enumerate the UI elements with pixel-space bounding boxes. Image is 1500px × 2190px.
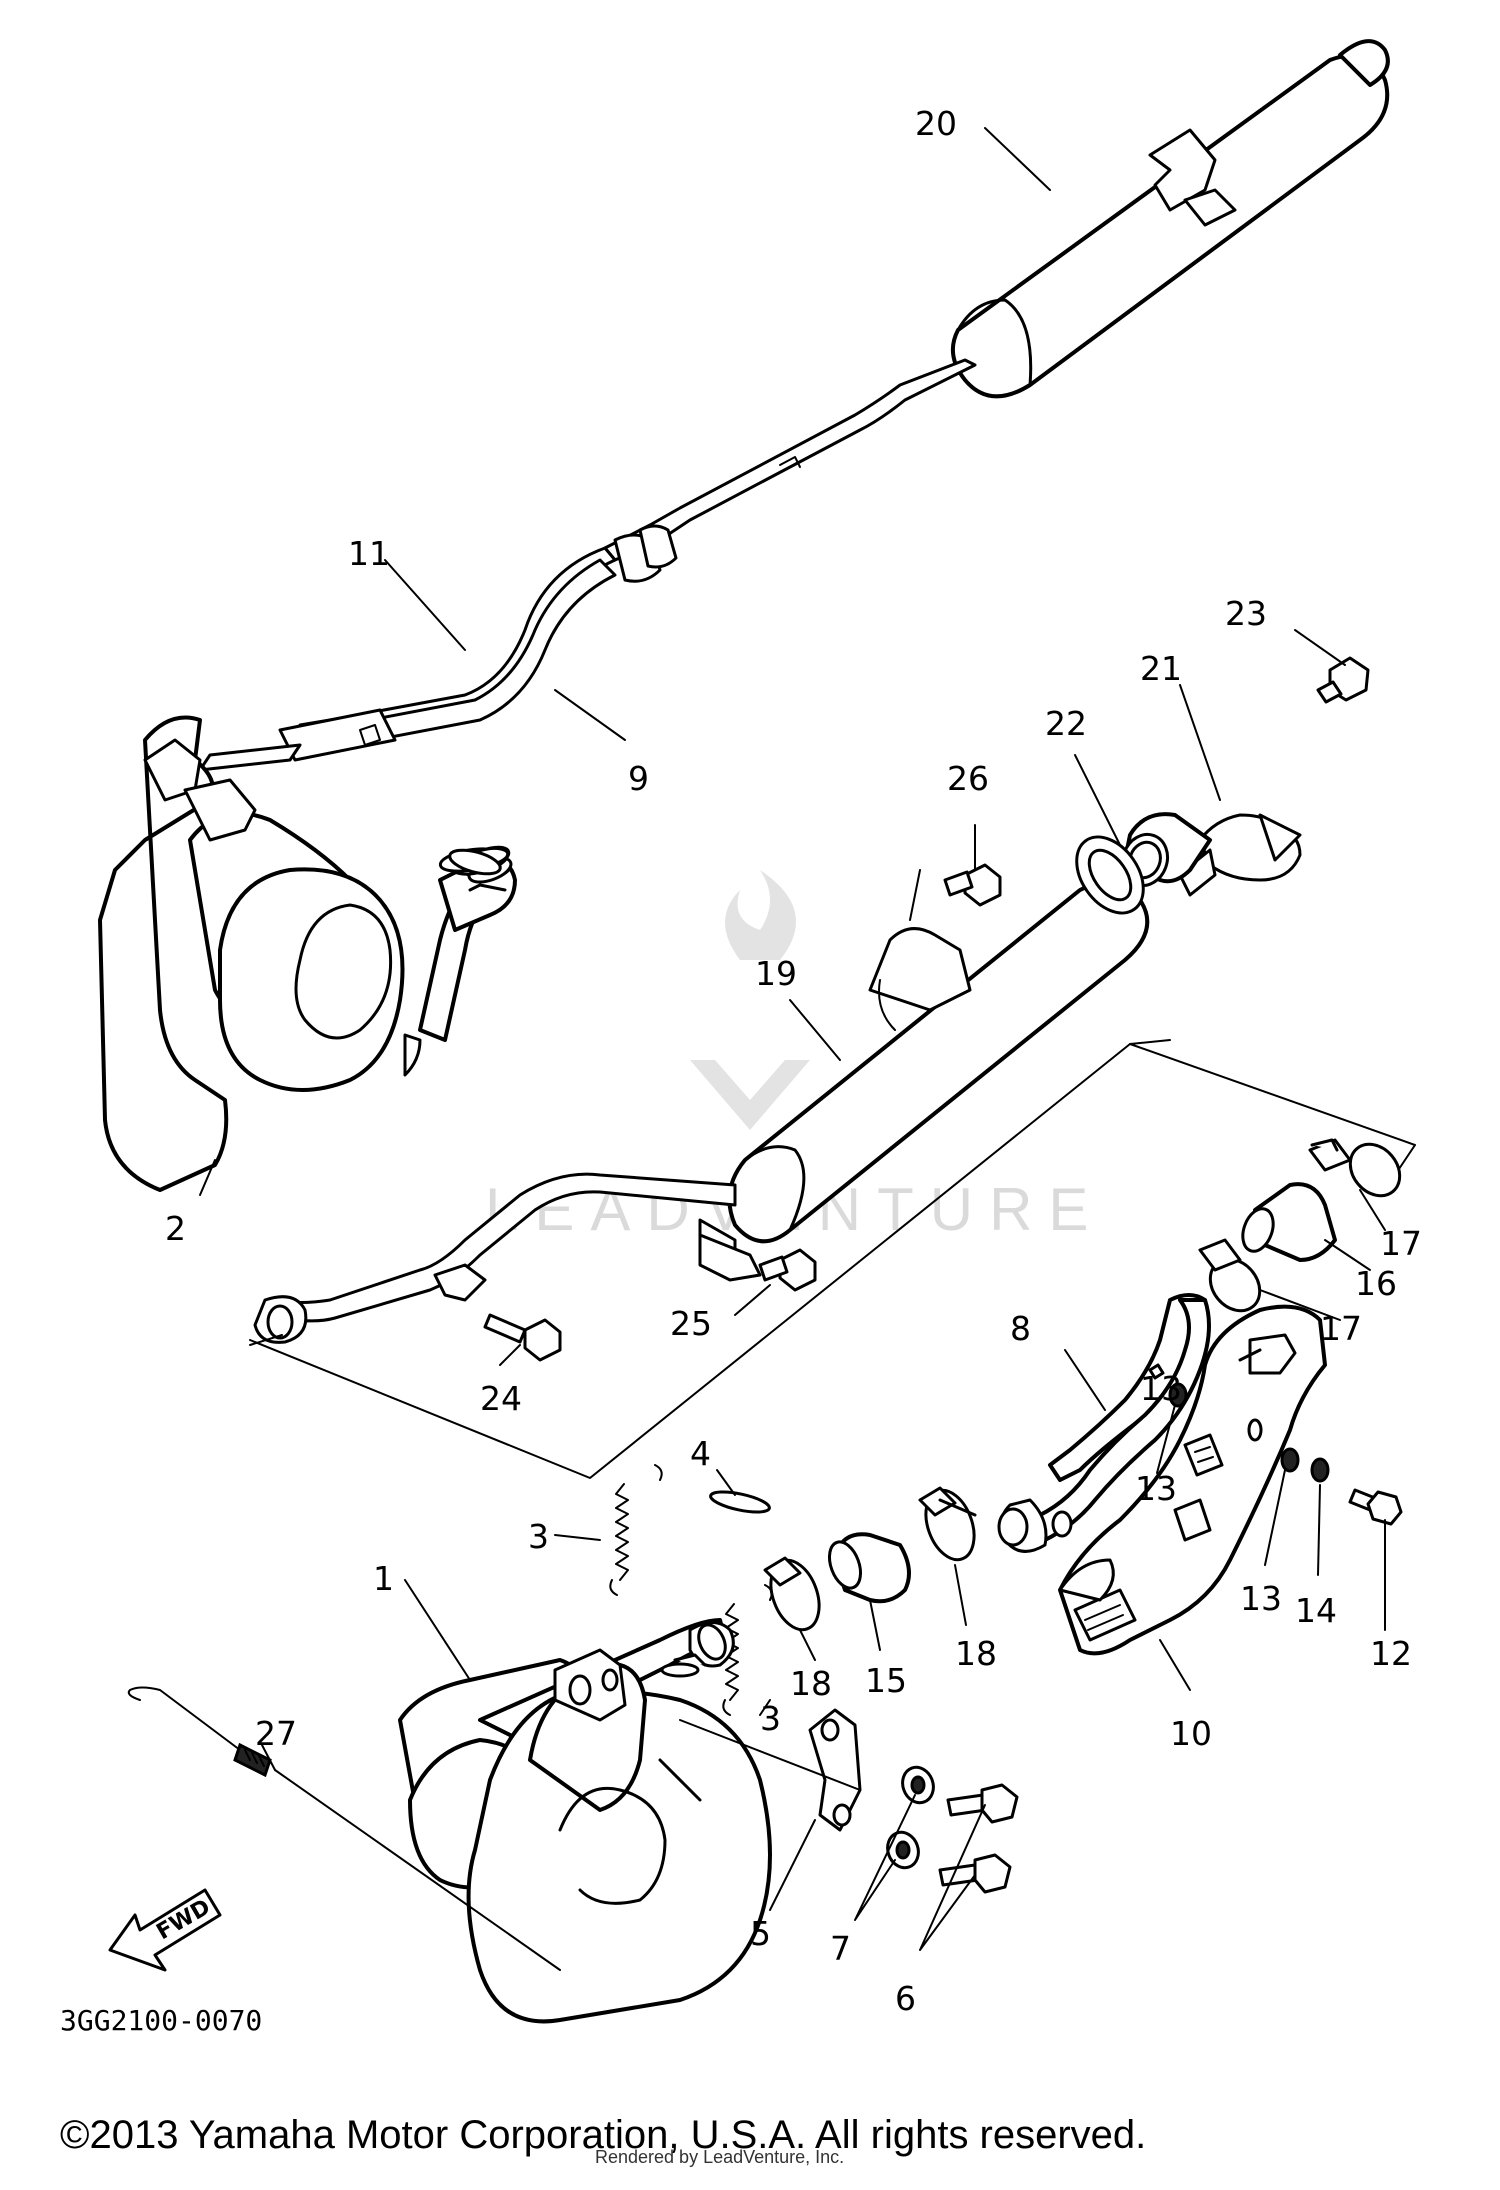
callout-11: 11 — [348, 534, 390, 573]
callout-25: 25 — [670, 1304, 712, 1343]
part-24-bolt — [483, 1313, 562, 1362]
callout-16: 16 — [1355, 1264, 1397, 1303]
part-15-sleeve — [827, 1532, 911, 1604]
rear-pipe — [603, 358, 977, 583]
part-21-tailpipe — [1120, 812, 1302, 897]
callout-19: 19 — [755, 954, 797, 993]
part-25-bolt — [758, 1248, 817, 1292]
assembly-bracket-lines — [249, 1039, 1416, 1479]
callout-4: 4 — [690, 1434, 711, 1473]
part-13-nut-b — [1280, 1447, 1300, 1473]
callout-13-a: 13 — [1140, 1369, 1182, 1408]
callout-6: 6 — [895, 1979, 916, 2018]
part-18-clamp-right — [918, 1486, 977, 1562]
part-18-clamp-left — [763, 1556, 821, 1632]
part-5-bracket — [679, 1708, 862, 1832]
callout-9: 9 — [628, 759, 649, 798]
part-1-expansion-chamber — [398, 1618, 772, 2024]
leader-lines — [199, 127, 1386, 1951]
part-2-expansion-chamber — [98, 715, 517, 1192]
callout-26: 26 — [947, 759, 989, 798]
callout-23: 23 — [1225, 594, 1267, 633]
callout-12: 12 — [1370, 1634, 1412, 1673]
part-17-clamp-mid — [1198, 1238, 1262, 1313]
part-17-clamp-top — [1308, 1138, 1402, 1198]
callout-17-top: 17 — [1380, 1224, 1422, 1263]
part-14-washer — [1310, 1457, 1330, 1483]
fwd-arrow-icon: FWD — [108, 1888, 222, 1972]
part-26-bolt — [943, 863, 1002, 907]
callout-18-right: 18 — [955, 1634, 997, 1673]
callout-5: 5 — [750, 1914, 771, 1953]
callout-13-c: 13 — [1240, 1579, 1282, 1618]
diagram-code: 3GG2100-0070 — [60, 2004, 262, 2037]
part-23-bolt — [1316, 656, 1370, 704]
part-8-exhaust-pipe — [997, 1293, 1211, 1553]
oring-upper — [448, 848, 502, 876]
callout-18-left: 18 — [790, 1664, 832, 1703]
callout-10: 10 — [1170, 1714, 1212, 1753]
part-16-sleeve — [1241, 1182, 1337, 1262]
part-13-nut-a — [1148, 1363, 1188, 1408]
callout-3-upper: 3 — [528, 1517, 549, 1556]
callout-17-mid: 17 — [1320, 1309, 1362, 1348]
callout-21: 21 — [1140, 649, 1182, 688]
part-6-bolt-lower — [938, 1853, 1012, 1894]
part-6-bolt-upper — [946, 1783, 1019, 1824]
part-3-spring-upper — [609, 1464, 663, 1596]
callout-numbers: 20 11 9 23 21 22 26 2 19 17 16 17 25 24 … — [165, 104, 1422, 2018]
callout-1: 1 — [373, 1559, 394, 1598]
callout-14: 14 — [1295, 1591, 1337, 1630]
part-22-gasket — [1075, 835, 1145, 915]
copyright-notice: ©2013 Yamaha Motor Corporation, U.S.A. A… — [60, 2113, 1146, 2157]
part-11-9-pipe-assembly — [198, 546, 617, 772]
callout-20: 20 — [915, 104, 957, 143]
callout-22: 22 — [1045, 704, 1087, 743]
part-7-washer-upper — [901, 1765, 935, 1805]
callout-2: 2 — [165, 1209, 186, 1248]
callout-13-b: 13 — [1135, 1469, 1177, 1508]
callout-3-lower: 3 — [760, 1699, 781, 1738]
callout-8: 8 — [1010, 1309, 1031, 1348]
part-19-silencer — [698, 880, 1150, 1282]
render-credit: Rendered by LeadVenture, Inc. — [595, 2147, 844, 2167]
part-27-spring-wire — [127, 1686, 561, 1971]
part-4-oring — [709, 1490, 771, 1514]
part-10-heat-protector — [1058, 1304, 1327, 1656]
part-12-bolt — [1348, 1488, 1403, 1526]
part-20-silencer — [950, 39, 1390, 399]
silencer-pipe — [253, 1172, 737, 1344]
callout-15: 15 — [865, 1661, 907, 1700]
callout-24: 24 — [480, 1379, 522, 1418]
callout-7: 7 — [830, 1929, 851, 1968]
callout-27: 27 — [255, 1714, 297, 1753]
